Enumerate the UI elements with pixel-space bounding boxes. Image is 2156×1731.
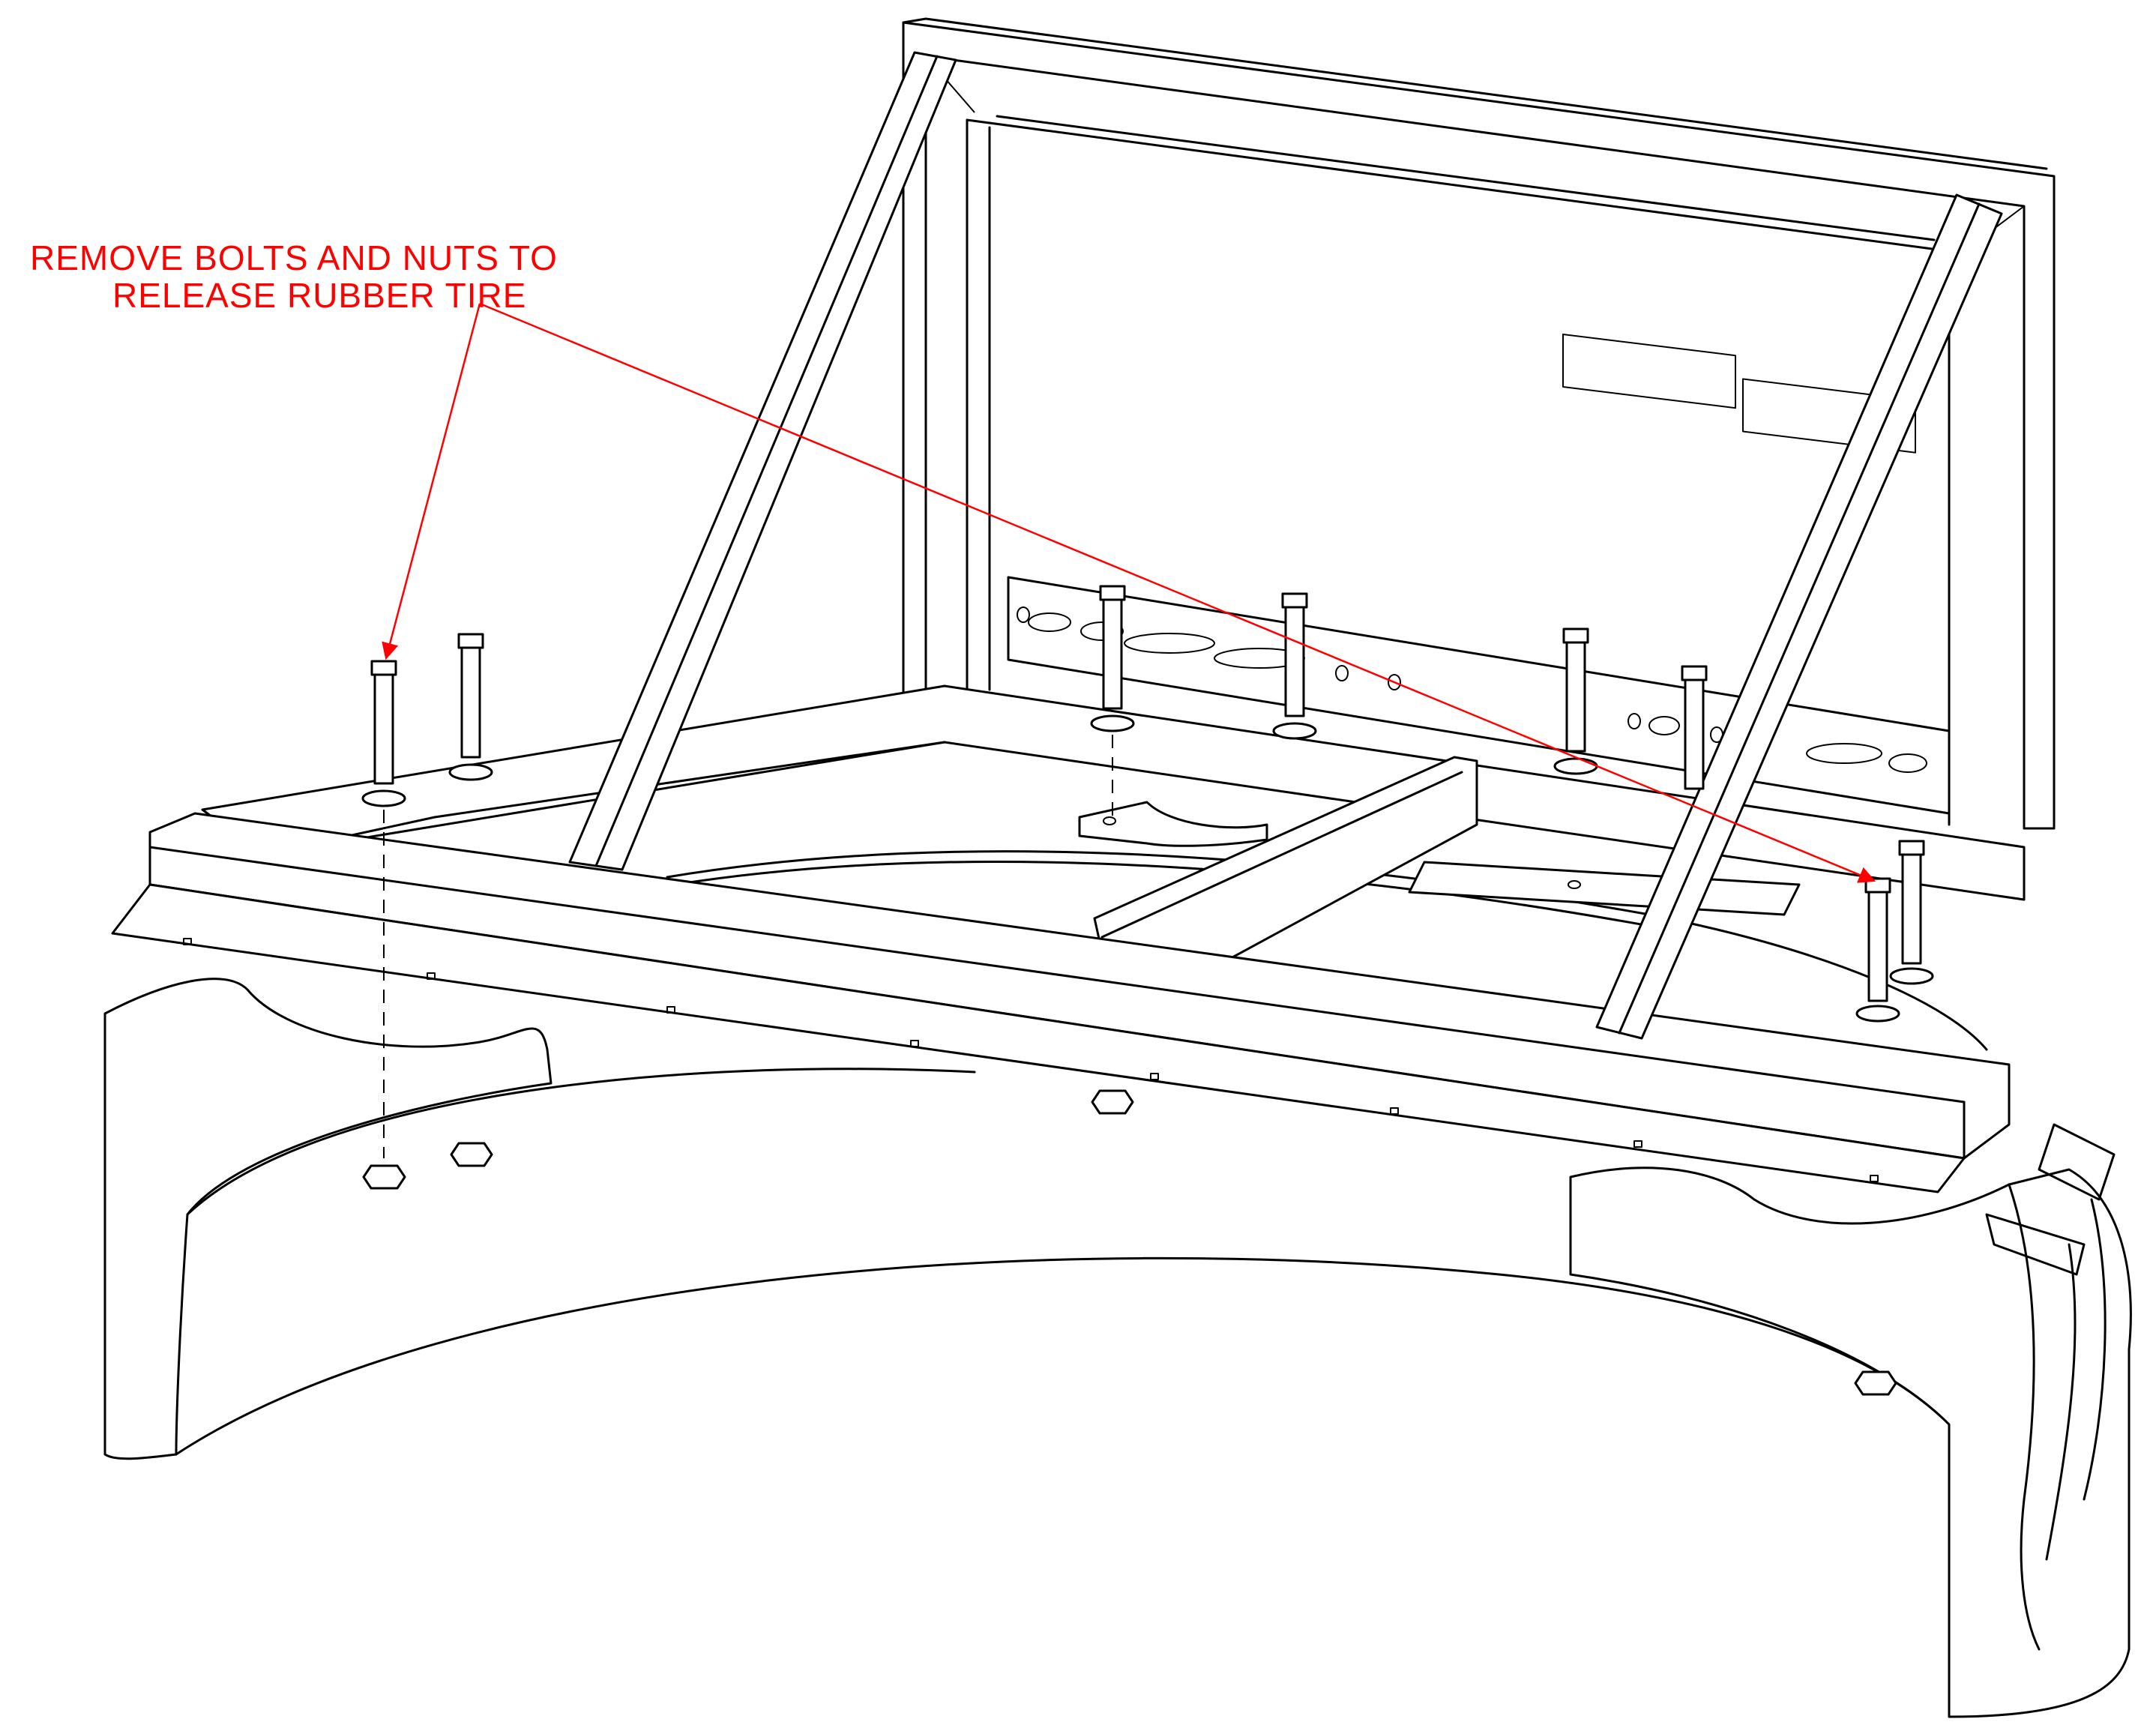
bolt xyxy=(457,633,484,759)
bolt xyxy=(1281,592,1308,717)
callout-leader-left xyxy=(382,303,481,660)
bolt xyxy=(1864,877,1891,1002)
diagonal-brace-right xyxy=(1595,193,2003,1040)
assembly-lines xyxy=(383,735,1113,1158)
bolt xyxy=(1562,627,1589,753)
callout-line-1: REMOVE BOLTS AND NUTS TO xyxy=(30,238,558,277)
callout: REMOVE BOLTS AND NUTS TO RELEASE RUBBER … xyxy=(30,238,1876,883)
callout-line-2: RELEASE RUBBER TIRE xyxy=(112,276,526,315)
rubber-tire xyxy=(103,978,2132,1718)
bolt xyxy=(1099,585,1126,710)
bolt xyxy=(1681,665,1708,790)
diagonal-brace-left xyxy=(568,51,957,871)
nuts xyxy=(362,1089,1897,1396)
bolts xyxy=(370,585,1925,1002)
bolt xyxy=(370,660,397,785)
bolt xyxy=(1898,840,1925,965)
callout-leader-right xyxy=(479,302,1876,883)
front-channel xyxy=(111,812,2011,1193)
